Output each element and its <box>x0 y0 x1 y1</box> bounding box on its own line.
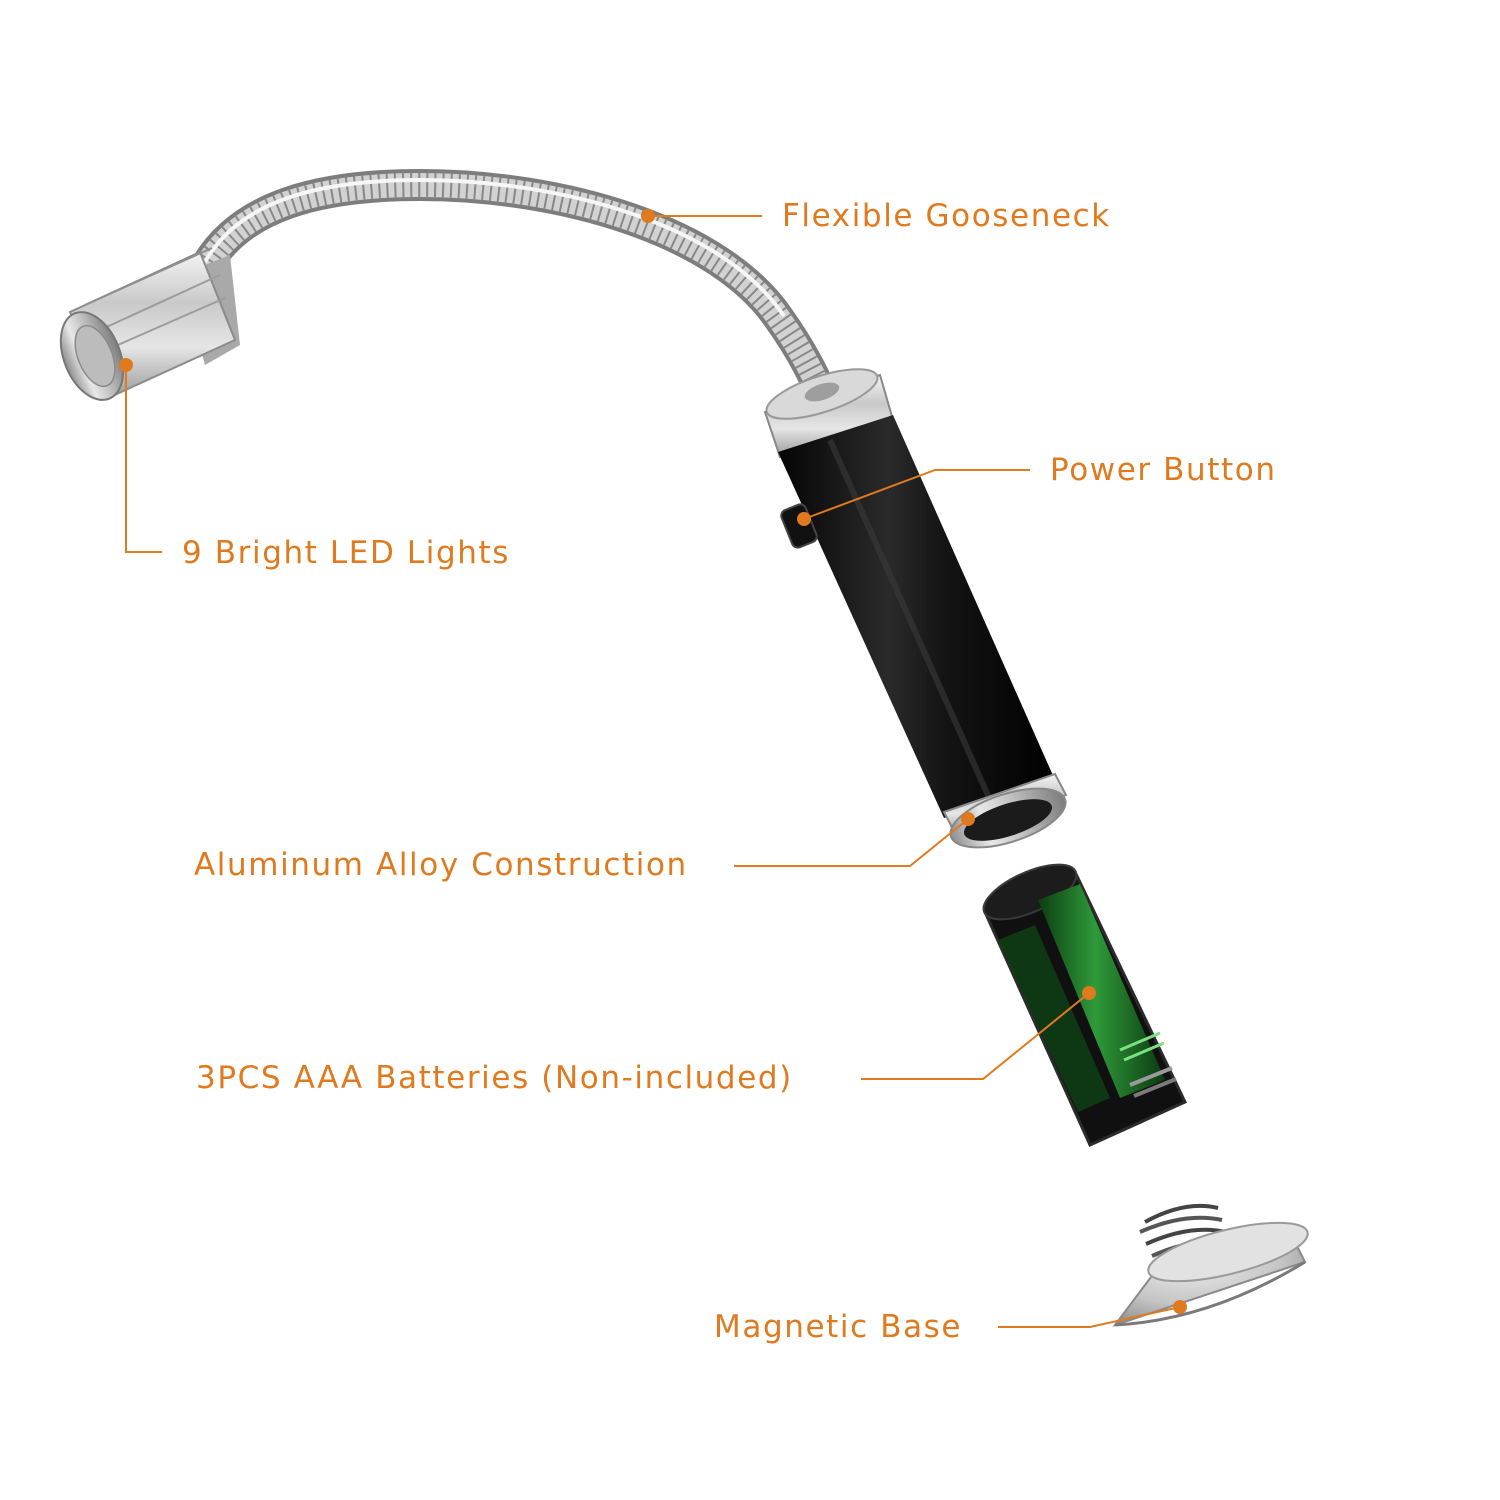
label-magnetic-base: Magnetic Base <box>714 1309 963 1345</box>
label-power-button: Power Button <box>1050 452 1277 488</box>
label-led-lights: 9 Bright LED Lights <box>182 535 511 571</box>
label-batteries: 3PCS AAA Batteries (Non-included) <box>196 1060 793 1096</box>
led-leader <box>119 358 162 553</box>
flexible-gooseneck-icon <box>189 168 841 416</box>
battery-leader <box>861 986 1096 1080</box>
battery-holder-icon <box>982 863 1188 1147</box>
base-leader <box>998 1300 1187 1328</box>
gooseneck-leader <box>641 209 762 223</box>
power-leader <box>797 469 1030 526</box>
alloy-leader <box>734 812 975 867</box>
callout-leaders <box>119 209 1187 1328</box>
led-lamp-head-icon <box>59 247 240 401</box>
flashlight-handle-icon <box>763 368 1068 849</box>
label-flexible-gooseneck: Flexible Gooseneck <box>782 198 1111 234</box>
magnetic-base-icon <box>1112 1203 1309 1327</box>
label-aluminum-alloy: Aluminum Alloy Construction <box>194 847 688 883</box>
